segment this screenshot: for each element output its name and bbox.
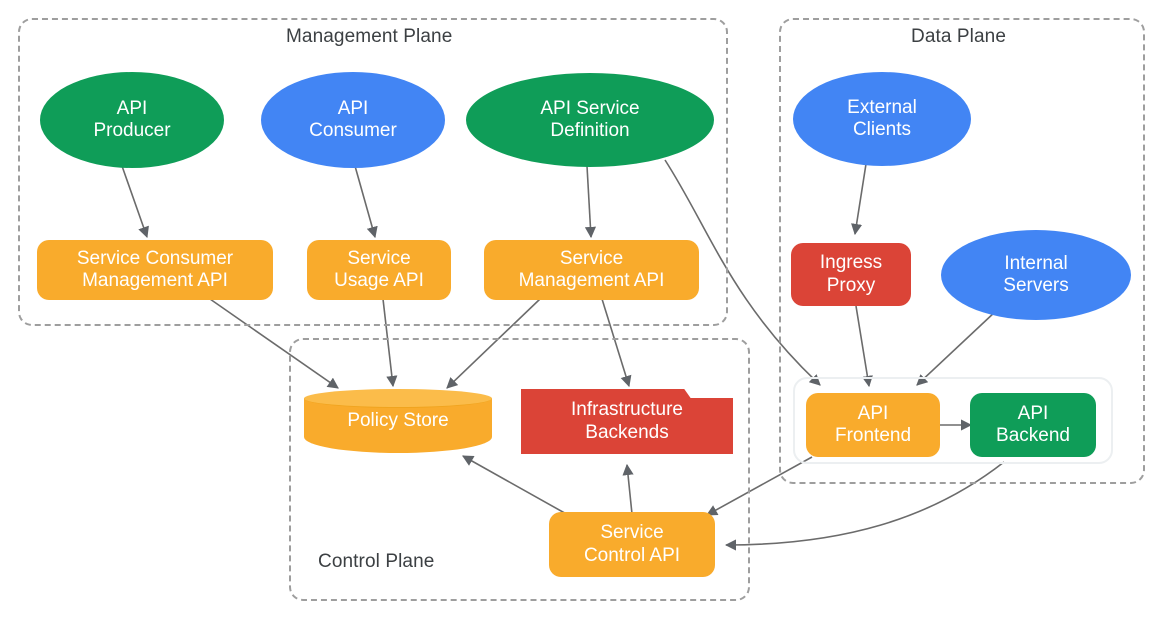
node-policy-store-label: Policy Store [347,410,449,431]
node-api-frontend[interactable]: API Frontend [806,393,940,457]
node-internal-servers-line1: Internal [1004,252,1068,274]
node-api-frontend-line1: API [857,402,889,424]
policy-store-top [304,389,492,408]
node-service-control-api-line2: Control API [583,544,681,566]
node-service-usage-api-line1: Service [347,247,411,269]
node-ingress-proxy-line2: Proxy [826,274,876,296]
node-api-producer-line2: Producer [93,120,171,141]
node-external-clients[interactable]: External Clients [793,72,971,166]
infrastructure-backends-shape [521,389,733,454]
node-infrastructure-backends-line2: Backends [585,421,669,443]
node-api-backend-line1: API [1017,402,1049,424]
node-api-service-definition-line1: API Service [540,97,640,119]
management-plane-label: Management Plane [286,26,453,47]
node-api-producer[interactable]: API Producer [40,72,224,168]
node-service-usage-api[interactable]: Service Usage API [307,240,451,300]
control-plane-label: Control Plane [318,551,435,572]
node-api-backend[interactable]: API Backend [970,393,1096,457]
node-service-management-api-line2: Management API [518,270,665,291]
node-api-consumer-line2: Consumer [309,120,397,141]
node-service-consumer-management-api[interactable]: Service Consumer Management API [37,240,273,300]
node-api-service-definition-line2: Definition [550,120,630,141]
node-ingress-proxy-line1: Ingress [819,252,883,274]
node-api-service-definition[interactable]: API Service Definition [466,73,714,167]
api-gateway-group [793,377,1113,464]
control-plane [289,338,750,601]
node-api-producer-line1: API [116,97,148,119]
node-api-frontend-line2: Frontend [834,425,912,446]
node-service-management-api[interactable]: Service Management API [484,240,699,300]
node-external-clients-line1: External [847,96,917,118]
node-infrastructure-backends[interactable]: Infrastructure Backends [521,389,733,454]
data-plane-label: Data Plane [911,26,1007,47]
node-service-control-api[interactable]: Service Control API [549,512,715,577]
node-internal-servers[interactable]: Internal Servers [941,230,1131,320]
node-service-consumer-management-api-line1: Service Consumer [76,247,234,269]
node-service-usage-api-line2: Usage API [334,270,424,291]
node-service-control-api-line1: Service [600,522,664,544]
node-api-consumer-line1: API [337,97,369,119]
node-service-consumer-management-api-line2: Management API [82,270,228,291]
node-internal-servers-line2: Servers [1003,275,1069,296]
data-plane [779,18,1145,484]
management-plane [18,18,728,326]
node-ingress-proxy[interactable]: Ingress Proxy [791,243,911,306]
node-infrastructure-backends-line1: Infrastructure [571,399,683,421]
node-api-backend-line2: Backend [996,425,1070,446]
node-policy-store[interactable]: Policy Store [304,389,492,453]
node-service-management-api-line1: Service [559,247,624,269]
node-external-clients-line2: Clients [852,119,912,140]
node-api-consumer[interactable]: API Consumer [261,72,445,168]
